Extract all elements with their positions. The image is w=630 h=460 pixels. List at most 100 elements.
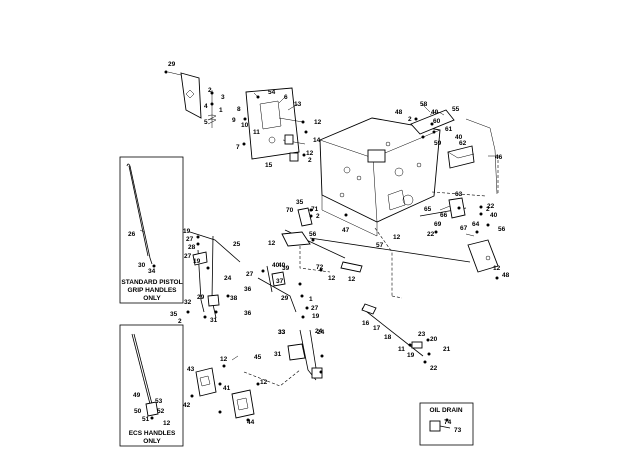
callout-label: 63	[455, 191, 463, 198]
callout-label: 69	[434, 221, 442, 228]
callout-label: 22	[487, 203, 495, 210]
callout-label: 32	[184, 299, 192, 306]
callout-label: 21	[443, 346, 451, 353]
callout-label: 49	[133, 392, 141, 399]
callout-label: 61	[445, 126, 453, 133]
callout-label: 36	[244, 286, 252, 293]
callout-label: 52	[157, 408, 165, 415]
callout-label: 56	[309, 231, 317, 238]
callout-label: 29	[168, 61, 176, 68]
callout-label: 53	[155, 398, 163, 405]
callout-label: 17	[373, 325, 381, 332]
callout-label: 67	[460, 225, 468, 232]
fuel-tank	[447, 145, 475, 169]
callout-label: 11	[398, 346, 405, 353]
callout-label: 35	[170, 311, 178, 318]
callout-label: 15	[265, 162, 273, 169]
callout-label: 31	[210, 317, 218, 324]
upper-plate-assembly	[242, 87, 308, 162]
callout-label: 19	[183, 228, 191, 235]
callout-label: 6	[284, 94, 288, 101]
callout-label: 33	[278, 329, 286, 336]
callout-label: 44	[247, 419, 255, 426]
callout-label: 64	[472, 221, 480, 228]
callout-label: 29	[281, 295, 289, 302]
callout-label: 24	[317, 329, 325, 336]
lower-right-linkage	[408, 338, 431, 364]
callout-label: 73	[454, 427, 462, 434]
pistol-grip-caption-line: ONLY	[143, 295, 161, 302]
callout-label: 72	[316, 264, 324, 271]
right-bracket	[410, 109, 498, 195]
callout-label: 12	[306, 150, 314, 157]
callout-label: 7	[236, 144, 240, 151]
callout-label: 33	[278, 329, 286, 336]
callout-label: 4	[204, 103, 208, 110]
callout-label: 12	[348, 276, 356, 283]
callout-label: 2	[208, 87, 212, 94]
callout-label: 12	[268, 240, 276, 247]
callout-label: 29	[197, 294, 205, 301]
lower-right-bracket	[218, 382, 260, 422]
callout-label: 46	[495, 154, 503, 161]
callout-label: 22	[430, 365, 438, 372]
pistol-grip-box	[119, 156, 184, 304]
callout-label: 9	[232, 117, 236, 124]
callout-labels: 29 2 3 4 1 5 54 6 13 8 9 10 11 12 7 14 1…	[128, 61, 510, 434]
callout-label: 2	[308, 157, 312, 164]
callout-label: 45	[254, 354, 262, 361]
pivot-bracket	[281, 207, 348, 272]
callout-label: 59	[434, 140, 442, 147]
callout-label: 12	[314, 119, 322, 126]
callout-label: 57	[376, 242, 384, 249]
callout-label: 74	[444, 419, 452, 426]
callout-label: 12	[260, 379, 268, 386]
callout-label: 38	[230, 295, 238, 302]
callout-label: 62	[459, 140, 467, 147]
leader-lines	[139, 92, 496, 361]
callout-label: 37	[276, 278, 284, 285]
callout-label: 50	[134, 408, 142, 415]
callout-label: 48	[502, 272, 510, 279]
callout-label: 22	[427, 231, 435, 238]
callout-label: 18	[384, 334, 392, 341]
main-frame	[319, 117, 441, 237]
ecs-caption: ECS HANDLES ONLY	[129, 430, 176, 445]
callout-label: 34	[148, 268, 156, 275]
callout-label: 40	[278, 262, 286, 269]
callout-label: 8	[237, 106, 241, 113]
oil-drain-box	[419, 402, 474, 446]
pistol-grip-caption: STANDARD PISTOL GRIP HANDLES ONLY	[121, 279, 182, 302]
callout-label: 12	[328, 275, 336, 282]
callout-label: 25	[233, 241, 241, 248]
callout-label: 23	[418, 331, 426, 338]
callout-label: 43	[187, 366, 195, 373]
callout-label: 20	[430, 336, 438, 343]
ecs-caption-line: ECS HANDLES	[129, 430, 176, 437]
callout-label: 47	[342, 227, 350, 234]
callout-label: 41	[223, 385, 231, 392]
callout-label: 70	[286, 207, 294, 214]
oil-drain	[429, 418, 451, 432]
upper-left-bracket	[164, 70, 217, 128]
callout-label: 13	[294, 101, 302, 108]
callout-label: 40	[272, 262, 280, 269]
pistol-grip-handle	[126, 163, 156, 268]
left-linkage	[186, 231, 241, 319]
lower-left-bracket	[190, 364, 226, 398]
callout-label: 12	[393, 234, 401, 241]
callout-label: 19	[193, 258, 201, 265]
callout-label: 27	[184, 253, 192, 260]
callout-label: 12	[493, 265, 501, 272]
callout-label: 27	[311, 305, 319, 312]
callout-label: 2	[178, 318, 182, 325]
callout-label: 60	[433, 118, 441, 125]
callout-label: 40	[455, 134, 463, 141]
callout-label: 1	[219, 107, 223, 114]
callout-label: 27	[186, 236, 194, 243]
callout-label: 26	[128, 231, 136, 238]
callout-label: 12	[220, 356, 228, 363]
callout-label: 11	[253, 129, 260, 136]
callout-label: 39	[282, 265, 290, 272]
